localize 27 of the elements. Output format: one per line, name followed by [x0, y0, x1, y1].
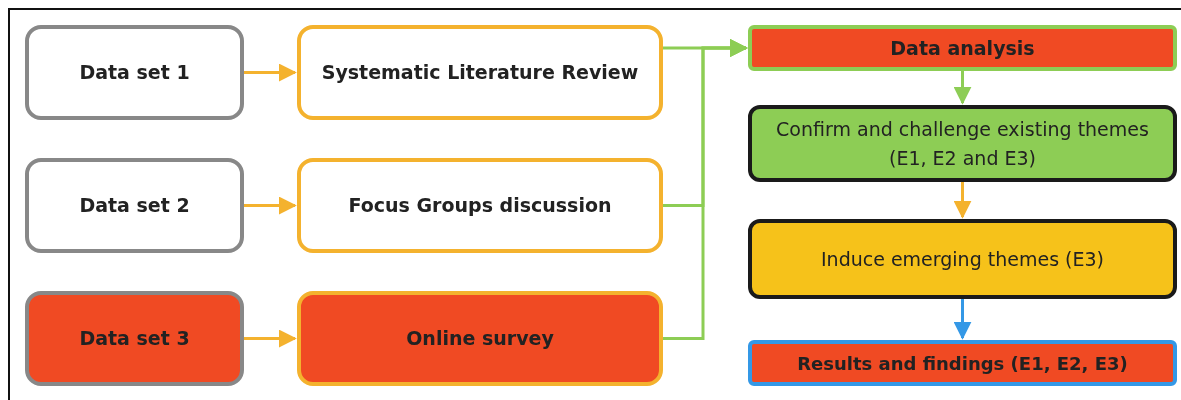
- box-label: Data set 2: [79, 193, 190, 219]
- box-label: Induce emerging themes (E3): [821, 246, 1104, 272]
- box-label: Data set 1: [79, 60, 190, 86]
- process-box: [297, 158, 663, 253]
- arrow: [244, 329, 297, 348]
- box-label: Data set 3: [79, 326, 190, 352]
- arrow: [953, 71, 972, 105]
- process-box: [748, 25, 1177, 71]
- arrow: [953, 182, 972, 219]
- process-box: [748, 340, 1177, 386]
- arrow: [663, 39, 748, 340]
- process-box: [297, 25, 663, 120]
- arrow: [953, 299, 972, 340]
- process-box: [748, 219, 1177, 299]
- process-box: [25, 25, 244, 120]
- box-label: Focus Groups discussion: [348, 193, 612, 219]
- process-box: [297, 291, 663, 386]
- box-label: Confirm and challenge existing themes (E1, E2 and E3): [775, 117, 1150, 171]
- process-box: [25, 158, 244, 253]
- arrow: [244, 196, 297, 215]
- box-label: Online survey: [406, 326, 554, 352]
- box-label: Results and findings (E1, E2, E3): [797, 351, 1128, 376]
- arrow: [244, 63, 297, 82]
- box-label: Data analysis: [890, 35, 1035, 61]
- box-label: Systematic Literature Review: [321, 60, 639, 86]
- process-box: [25, 291, 244, 386]
- process-box: [748, 105, 1177, 182]
